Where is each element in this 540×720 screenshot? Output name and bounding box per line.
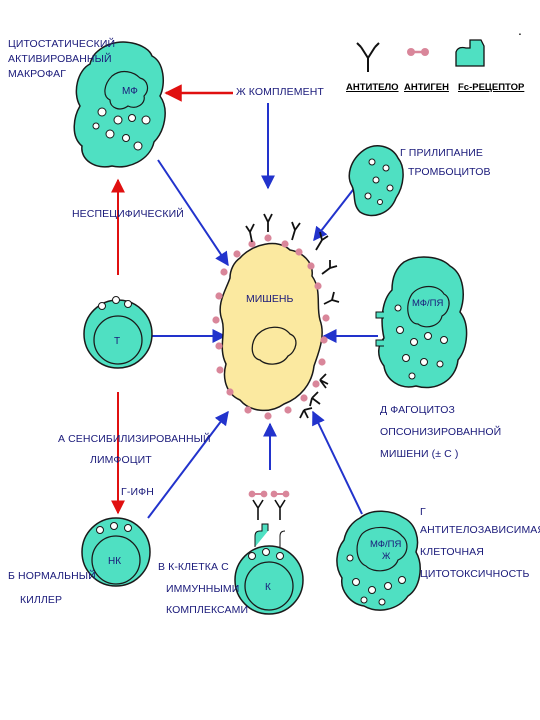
t-cell-nucleus [93,315,143,365]
sensitized-label-line-1: а СЕНСИБИЛИЗИРОВАННЫЙ [58,433,211,445]
platelet [348,145,404,217]
macrophage-nucleus [104,70,149,110]
adcc-label-line-1: АНТИТЕЛОЗАВИСИМАЯ [420,524,540,536]
k-cell-label-line-1: в К-КЛЕТКА С [158,561,229,573]
nk-cell [81,517,151,587]
nonspecific-label: НЕСПЕЦИФИЧЕСКИЙ [72,208,184,220]
arrow-macrophage-to-target [157,159,229,267]
arrow-nk-to-target [147,410,229,519]
t-cell-label: Т [114,336,120,347]
phagocyte-d-body [378,256,468,389]
macrophage-body [73,41,166,168]
arrow-platelet-to-target [313,185,357,242]
adcc-label-letter: г [420,506,426,518]
legend-antibody-label: АНТИТЕЛО [346,82,399,93]
legend-fc-receptor-label: Fc-РЕЦЕПТОР [458,82,525,93]
phagocyte-opsonization [375,256,468,389]
ifn-label: γ-ИФН [121,486,154,498]
phagocyte-g-label: МФ/ПЯ [370,539,401,550]
macrophage-title-line-3: МАКРОФАГ [8,68,67,80]
phagocytosis-label-line-2: ОПСОНИЗИРОВАННОЙ [380,426,502,438]
phagocyte-d-nucleus [407,285,450,328]
nk-cell-nucleus [91,535,141,585]
phagocytosis-label-line-3: МИШЕНИ (± С ) [380,448,459,460]
antigen-icon [407,48,429,56]
sensitized-label-line-2: ЛИМФОЦИТ [90,454,152,466]
antibody-icon [356,42,380,72]
adcc-label-line-3: ЦИТОТОКСИЧНОСТЬ [420,568,530,580]
macrophage-title-line-1: ЦИТОСТАТИЧЕСКИЙ [8,38,116,50]
macrophage-label: МФ [122,86,138,97]
target-label: МИШЕНЬ [246,293,294,305]
macrophage-granules [92,107,151,151]
target-nucleus [251,326,297,365]
legend [356,39,485,72]
k-cell-nucleus [244,561,294,611]
nk-cell-label: НК [108,556,121,567]
phagocyte-adcc [336,510,421,611]
target-antigens [212,234,330,420]
k-cell [234,490,304,615]
t-lymphocyte [83,296,153,369]
complement-label: ж КОМПЛЕМЕНТ [236,86,324,98]
platelets-label-line-1: г ПРИЛИПАНИЕ [400,147,484,159]
phagocytosis-label-line-1: д ФАГОЦИТОЗ [380,404,455,416]
adcc-label-line-2: КЛЕТОЧНАЯ [420,546,484,558]
target-antibodies [245,213,340,419]
k-cell-label-line-2: ИММУННЫМИ [166,583,240,595]
normal-killer-label-line-1: б НОРМАЛЬНЫЙ [8,570,96,582]
k-cell-label-line-3: КОМПЛЕКСАМИ [166,604,249,616]
k-cell-label: К [265,582,271,593]
arrows [111,84,378,519]
corner-dot: . [518,22,522,38]
activated-macrophage [73,41,166,168]
normal-killer-label-line-2: КИЛЛЕР [20,594,63,606]
macrophage-title-line-2: АКТИВИРОВАННЫЙ [8,53,112,65]
phagocyte-g-nucleus [356,526,408,572]
fc-receptor-icon [455,39,485,67]
arrow-adcc-to-target [312,410,363,515]
target-cell [212,213,340,420]
legend-antigen-label: АНТИГЕН [404,82,449,93]
k-cell-immune-complexes [248,490,290,547]
phagocyte-g-sublabel: Ж [382,551,391,561]
phagocyte-d-label: МФ/ПЯ [412,298,443,309]
platelets-label-line-2: ТРОМБОЦИТОВ [408,166,491,178]
